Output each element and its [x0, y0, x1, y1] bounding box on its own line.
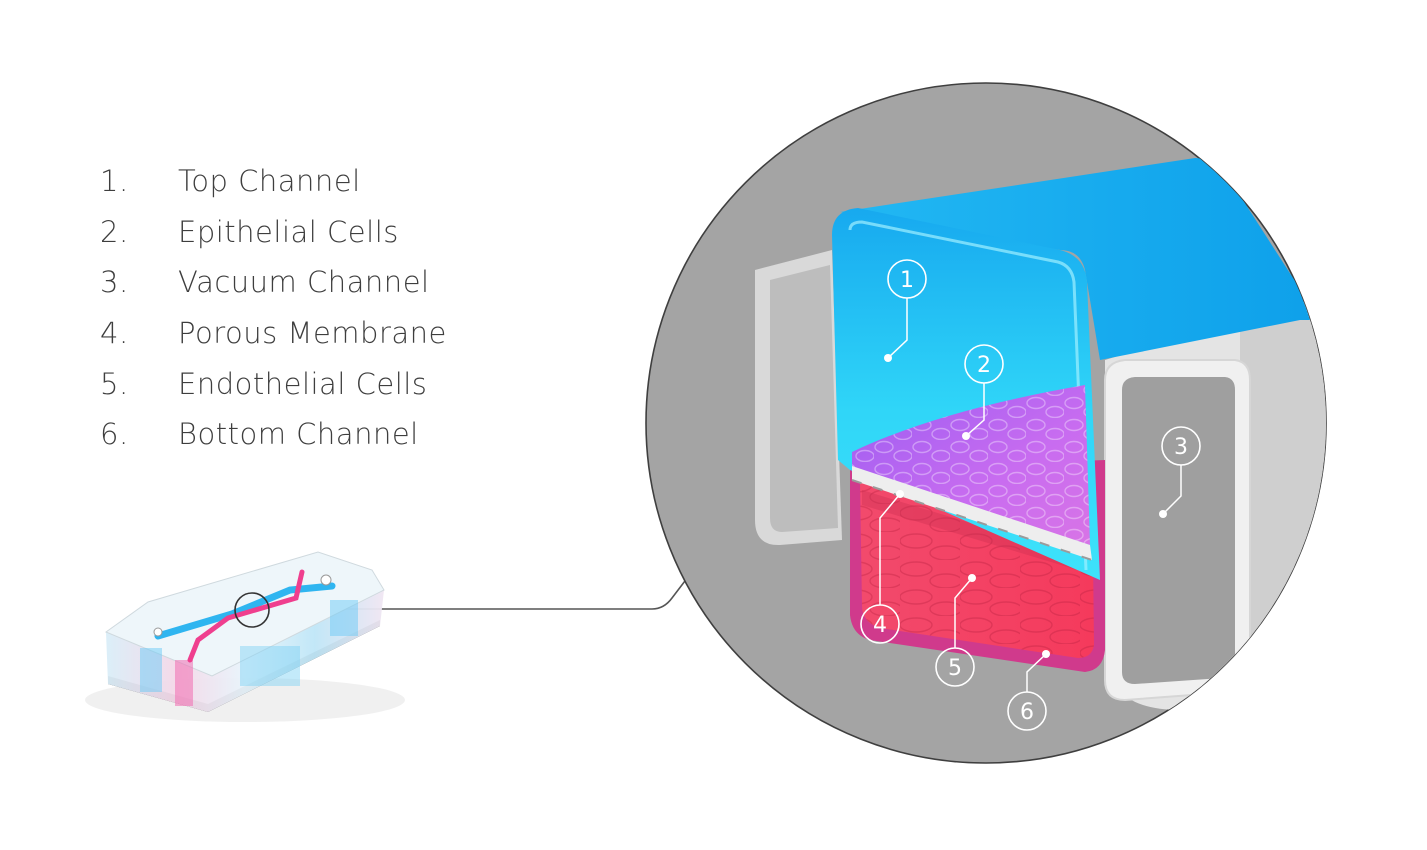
- callout-number: 6: [1020, 700, 1034, 725]
- legend-label: Vacuum Channel: [178, 265, 430, 300]
- callout-number: 3: [1174, 435, 1188, 460]
- legend-list: 1. Top Channel 2. Epithelial Cells 3. Vacuu…: [100, 156, 447, 460]
- callout-leaders: [879, 298, 1182, 692]
- legend-number: 6.: [100, 417, 129, 452]
- legend-number: 2.: [100, 214, 129, 249]
- legend-label: Porous Membrane: [178, 316, 447, 351]
- legend-item: 6. Bottom Channel: [100, 409, 447, 460]
- callout-number: 2: [977, 353, 991, 378]
- legend-number: 5.: [100, 366, 129, 401]
- legend-item: 4. Porous Membrane: [100, 308, 447, 359]
- legend-number: 3.: [100, 265, 129, 300]
- vacuum-channel-left: [755, 250, 842, 546]
- callout-6: 6: [1007, 691, 1047, 731]
- callout-2: 2: [964, 344, 1004, 384]
- legend-item: 2. Epithelial Cells: [100, 207, 447, 258]
- legend-item: 5. Endothelial Cells: [100, 358, 447, 409]
- porous-membrane: [852, 466, 1092, 560]
- callout-4: 4: [860, 604, 900, 644]
- legend-label: Top Channel: [178, 164, 361, 199]
- callout-number: 5: [948, 656, 962, 681]
- callout-1: 1: [887, 259, 927, 299]
- callout-dots: [884, 354, 1167, 658]
- connector-line: [270, 576, 689, 610]
- legend-number: 4.: [100, 316, 129, 351]
- legend-label: Endothelial Cells: [178, 366, 428, 401]
- legend-label: Epithelial Cells: [178, 214, 399, 249]
- callout-5: 5: [935, 647, 975, 687]
- channel-cross-section: [755, 158, 1326, 710]
- callout-3: 3: [1161, 426, 1201, 466]
- legend-label: Bottom Channel: [178, 417, 419, 452]
- organ-chip-thumbnail: [85, 551, 405, 722]
- callout-number: 4: [873, 613, 887, 638]
- legend-number: 1.: [100, 164, 129, 199]
- top-channel-roof: [840, 158, 1320, 360]
- legend-item: 3. Vacuum Channel: [100, 257, 447, 308]
- vacuum-channel-right: [1104, 300, 1326, 710]
- legend-item: 1. Top Channel: [100, 156, 447, 207]
- callout-number: 1: [900, 268, 914, 293]
